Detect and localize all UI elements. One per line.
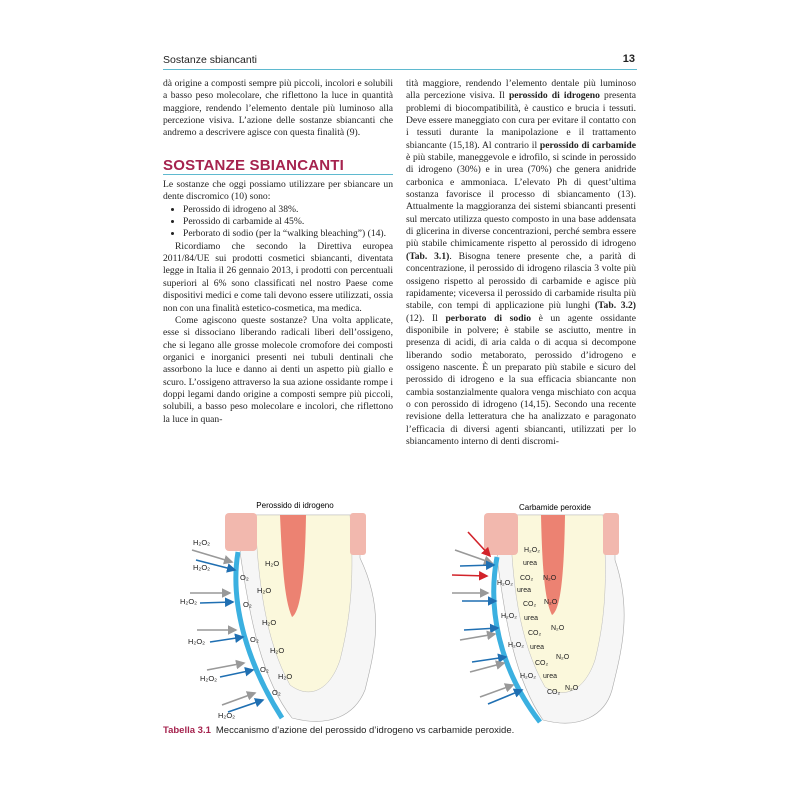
co2-label: CO₂: [523, 601, 537, 608]
h2o-label: H₂O: [257, 586, 271, 595]
o2-label: O₂: [260, 665, 269, 674]
text: è più stabile, maneggevole e idrofilo, s…: [406, 152, 636, 250]
h2o2-label: H₂O₂: [497, 580, 513, 587]
h2o2-label: H₂O₂: [520, 673, 536, 680]
h2o2-label: H₂O₂: [193, 538, 210, 547]
h2o-label: H₂O: [270, 646, 284, 655]
caption-label: Tabella 3.1: [163, 725, 211, 736]
list-item: Perborato di sodio (per la “walking blea…: [183, 228, 393, 240]
right-column: tità maggiore, rendendo l’elemento denta…: [406, 78, 636, 448]
gum: [350, 513, 366, 555]
n2o-label: N₂O: [544, 599, 558, 606]
co2-label: CO₂: [520, 575, 534, 582]
n2o-label: N₂O: [543, 575, 557, 582]
gum: [225, 513, 257, 551]
h2o2-label: H₂O₂: [508, 642, 524, 649]
arrows: [190, 549, 265, 713]
o2-label: O₂: [250, 635, 259, 644]
urea-label: urea: [517, 587, 531, 594]
list-item: Perossido di carbamide al 45%.: [183, 216, 393, 228]
h2o2-label: H₂O₂: [200, 674, 217, 683]
paragraph: Le sostanze che oggi possiamo utilizzare…: [163, 179, 393, 203]
urea-label: urea: [523, 560, 537, 567]
paragraph: dà origine a composti sempre più piccoli…: [163, 78, 393, 139]
list-item: Perossido di idrogeno al 38%.: [183, 204, 393, 216]
co2-label: CO₂: [547, 689, 561, 696]
n2o-label: N₂O: [556, 654, 570, 661]
hydrogen-peroxide-diagram: Perossido di idrogeno H₂O₂ H₂O₂ H₂O₂ H₂O…: [180, 501, 376, 722]
h2o2-label: H₂O₂: [193, 563, 210, 572]
h2o-label: H₂O: [262, 618, 276, 627]
text: è un agente ossidante disponibile in pol…: [406, 312, 636, 447]
urea-label: urea: [524, 615, 538, 622]
page-number: 13: [622, 53, 635, 65]
h2o2-label: H₂O₂: [180, 597, 197, 606]
dentin: [254, 514, 353, 693]
paragraph: tità maggiore, rendendo l’elemento denta…: [406, 78, 636, 448]
h2o2-label: H₂O₂: [188, 637, 205, 646]
enamel-layer: [491, 556, 542, 724]
figure-caption: Tabella 3.1 Meccanismo d’azione del peros…: [163, 725, 514, 736]
text: . Bisogna tenere presente che, a parità …: [406, 250, 636, 312]
bold-term: perossido di carbamide: [539, 139, 636, 151]
h2o2-label: H₂O₂: [501, 613, 517, 620]
urea-label: urea: [543, 673, 557, 680]
co2-label: CO₂: [528, 630, 542, 637]
section-title: Sostanze sbiancanti: [163, 54, 257, 66]
n2o-label: N₂O: [565, 685, 579, 692]
gum: [603, 513, 619, 555]
urea-label: urea: [530, 644, 544, 651]
running-header: Sostanze sbiancanti 13: [163, 53, 637, 70]
text: (12). Il: [406, 312, 446, 324]
text: tità maggiore, rendendo l’elemento denta…: [406, 78, 636, 102]
section-heading: SOSTANZE SBIANCANTI: [163, 158, 393, 176]
pulp: [541, 515, 565, 615]
diagram-title: Carbamide peroxide: [519, 503, 592, 512]
table-reference: (Tab. 3.1): [406, 250, 450, 262]
h2o2-label: H₂O₂: [218, 711, 235, 720]
caption-text: Meccanismo d’azione del perossido d’idro…: [215, 725, 515, 736]
carbamide-peroxide-diagram: Carbamide peroxide H₂O₂ H₂O₂ H₂O₂ H₂O₂ H…: [451, 503, 625, 724]
pulp: [280, 515, 306, 617]
paragraph: Ricordiamo che secondo la Direttiva euro…: [163, 240, 393, 314]
bold-term: perossido di idrogeno: [508, 90, 600, 102]
co2-label: CO₂: [535, 660, 549, 667]
h2o2-label: H₂O₂: [524, 547, 540, 554]
o2-label: O₂: [243, 600, 252, 609]
h2o-label: H₂O: [265, 559, 279, 568]
left-column: dà origine a composti sempre più piccoli…: [163, 78, 393, 426]
h2o-label: H₂O: [278, 672, 292, 681]
o2-label: O₂: [240, 573, 249, 582]
bold-term: perborato di sodio: [445, 312, 531, 324]
o2-label: O₂: [272, 688, 281, 697]
substance-list: Perossido di idrogeno al 38%. Perossido …: [163, 204, 393, 241]
paragraph: Come agiscono queste sostanze? Una volta…: [163, 314, 393, 425]
gum: [484, 513, 518, 555]
n2o-label: N₂O: [551, 625, 565, 632]
diagram-title: Perossido di idrogeno: [256, 501, 334, 510]
text: presenta problemi di biocompatibilità, è…: [406, 90, 636, 151]
arrows: [451, 531, 524, 705]
table-reference: (Tab. 3.2): [594, 300, 636, 312]
